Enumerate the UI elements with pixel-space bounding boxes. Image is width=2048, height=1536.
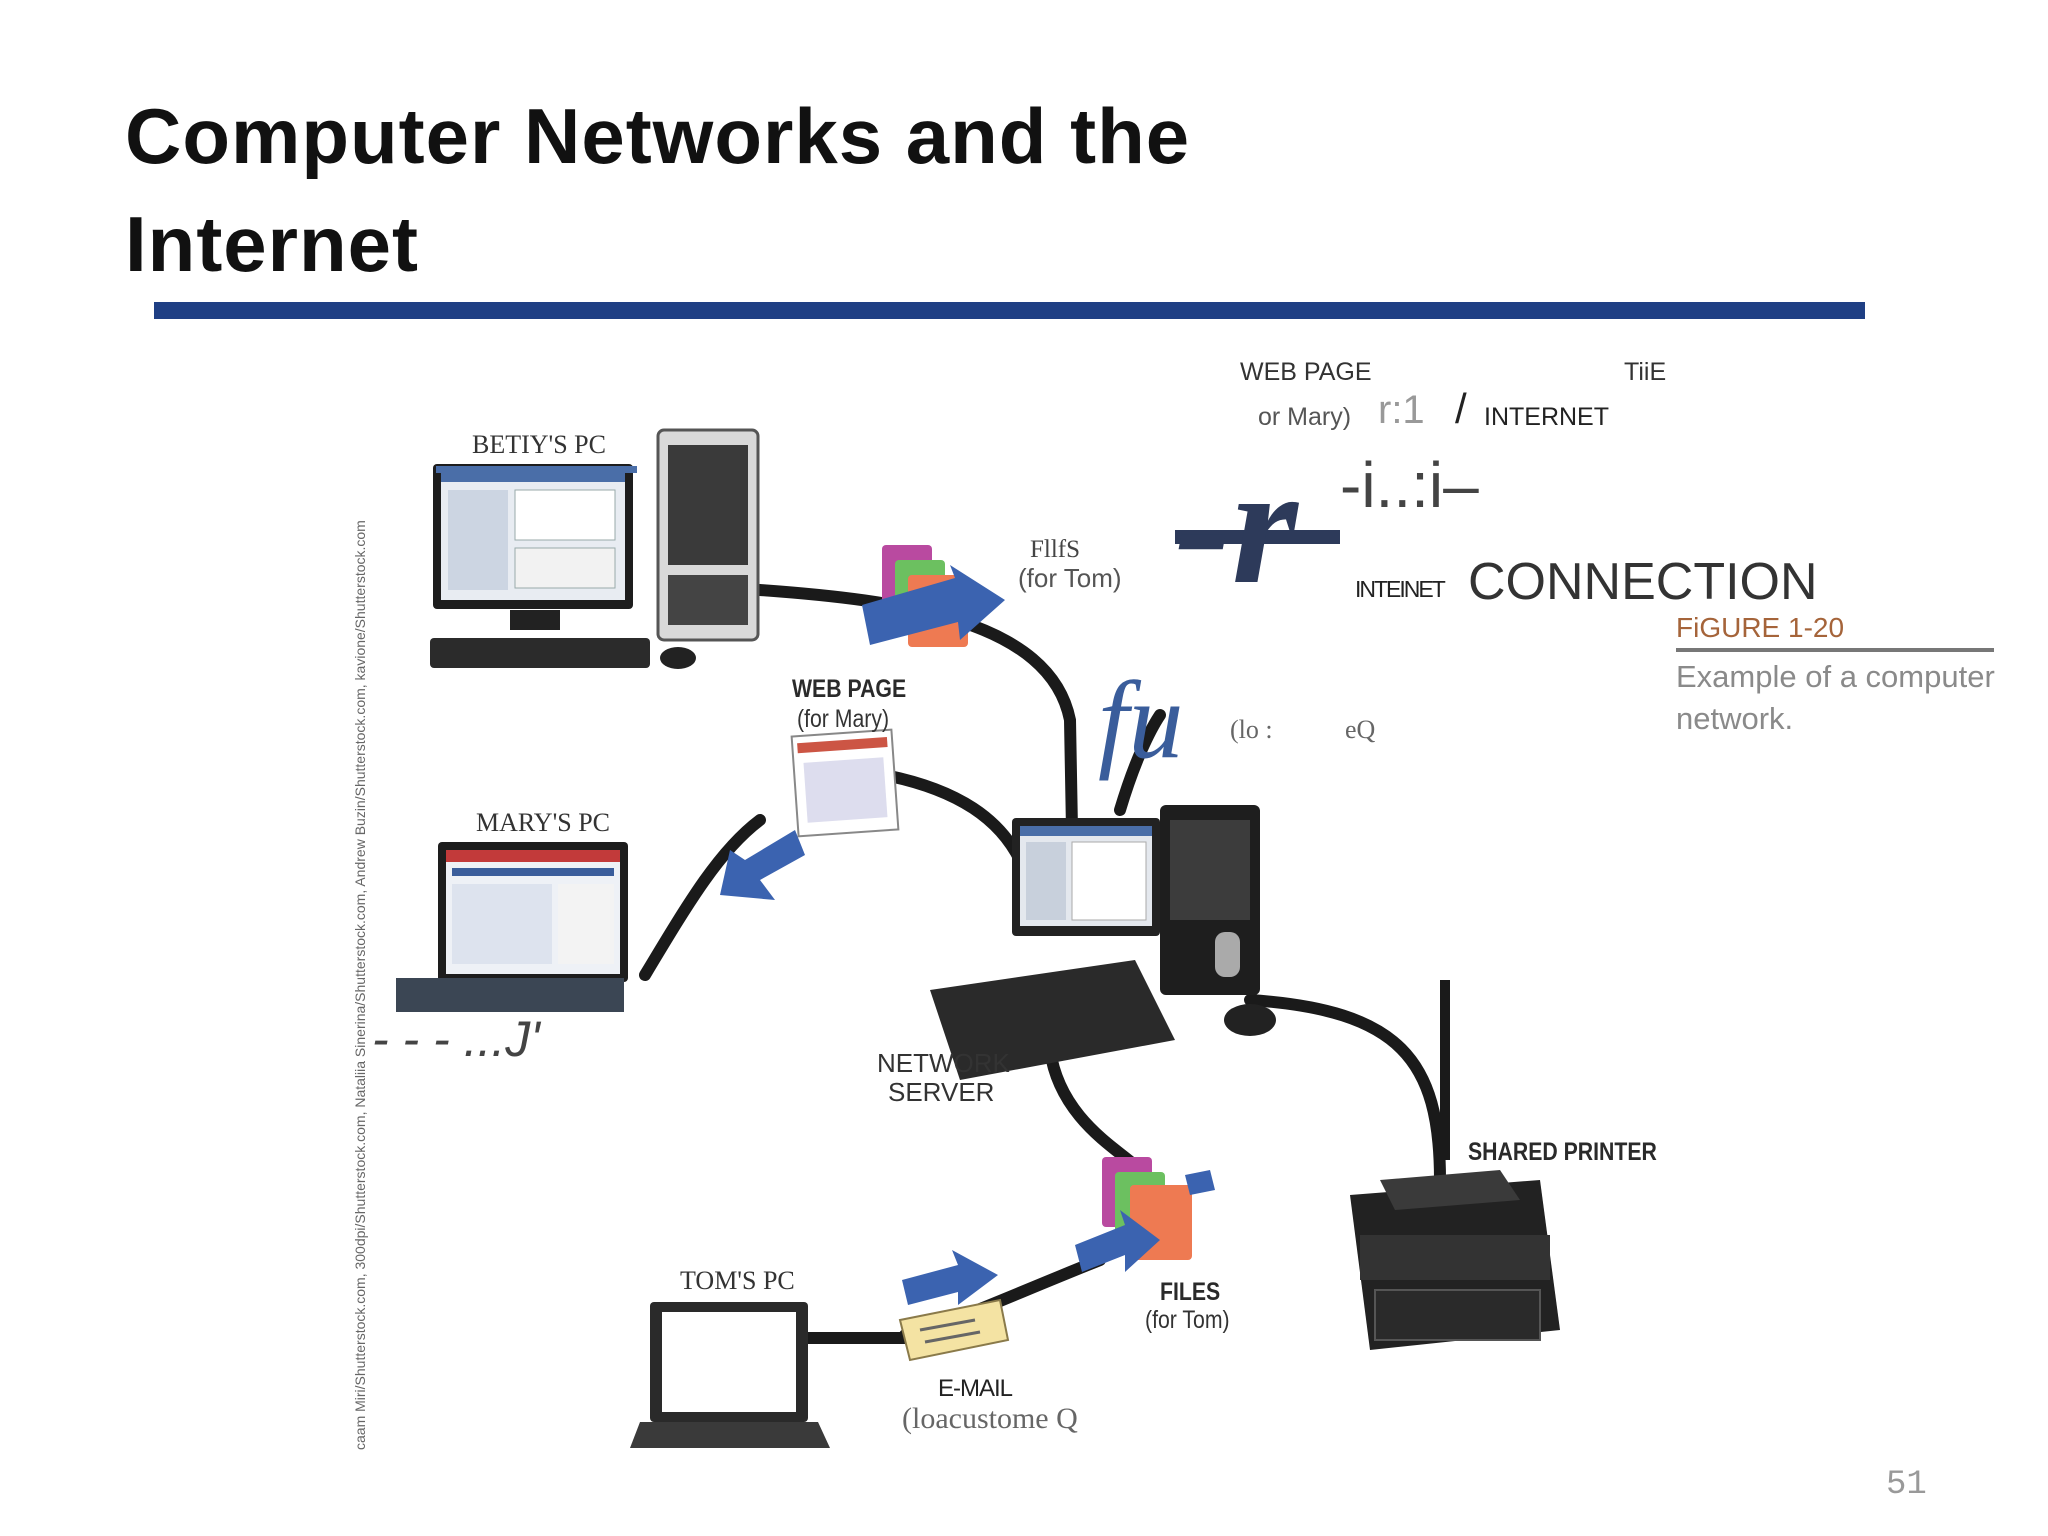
label-web-page-mid: WEB PAGE <box>792 675 907 703</box>
network-server-icon <box>930 805 1276 1080</box>
marys-pc-icon <box>396 842 628 1012</box>
arrow-email <box>902 1250 998 1305</box>
label-tiie: TiiE <box>1624 358 1667 386</box>
bettys-pc-icon <box>430 428 760 669</box>
arrow-to-mary <box>720 830 805 900</box>
label-email: E-MAIL <box>938 1375 1013 1402</box>
label-files-bottom-sub: (for Tom) <box>1145 1306 1230 1334</box>
files-bottom-icon <box>1075 1157 1215 1272</box>
label-i-glyph: -i..:i– <box>1340 449 1479 521</box>
web-page-mid-icon <box>790 728 900 838</box>
label-internet: INTERNET <box>1484 403 1609 431</box>
shared-printer-icon <box>1350 1170 1560 1350</box>
label-bettys-pc: BETIY'S PC <box>472 430 606 459</box>
label-fu-glyph: fu <box>1098 659 1184 781</box>
cable-printer <box>1244 994 1446 1186</box>
label-files-top-sub: (for Tom) <box>1018 563 1122 593</box>
label-marys-pc: MARY'S PC <box>476 808 611 837</box>
label-network-server-2: SERVER <box>888 1077 995 1107</box>
figure-caption-title: FiGURE 1-20 <box>1676 612 1845 643</box>
title-underline <box>154 302 1865 319</box>
cable-server-files <box>1044 1044 1146 1176</box>
label-r1-glyph: r:1 <box>1378 388 1425 432</box>
label-slash: / <box>1455 385 1467 432</box>
label-web-page-mid-sub: (for Mary) <box>797 705 890 733</box>
label-big-r-glyph: -r <box>1175 431 1298 619</box>
slide-title: Computer Networks and the Internet <box>125 82 1190 298</box>
label-files-top: FllfS <box>1030 536 1081 563</box>
cable-web-page <box>879 769 1026 866</box>
label-connection: CONNECTION <box>1468 553 1818 611</box>
label-shared-printer: SHARED PRINTER <box>1468 1138 1657 1166</box>
bettys-pc-screen-bar <box>437 466 637 473</box>
label-web-page-top-sub: or Mary) <box>1258 403 1352 431</box>
figure-caption-rule <box>1676 648 1994 652</box>
cable-printer-vertical <box>1440 980 1450 1160</box>
email-envelope-icon <box>898 1298 1010 1362</box>
figure-caption-text: Example of a computer network. <box>1676 659 1995 736</box>
toms-pc-icon <box>630 1302 830 1448</box>
cable-internet <box>1114 709 1166 816</box>
label-email-sub: (loacustome Q <box>902 1402 1078 1435</box>
label-inteinet: INTEINET <box>1355 576 1446 602</box>
files-top-icon <box>862 545 1005 647</box>
slide-title-line-1: Computer Networks and the <box>125 92 1191 180</box>
page-number: 51 <box>1886 1466 1927 1504</box>
label-network-server: NETWORK <box>877 1048 1010 1078</box>
label-lo-glyph: (lo : <box>1230 715 1273 744</box>
label-files-bottom: FILES <box>1160 1278 1221 1306</box>
internet-bar <box>1175 530 1340 544</box>
slide-title-line-2: Internet <box>125 200 420 288</box>
label-dashes-glyph: - - - ...J' <box>372 1011 540 1067</box>
label-toms-pc: TOM'S PC <box>680 1266 795 1295</box>
cable-marys-pc <box>639 814 766 981</box>
label-web-page-top: WEB PAGE <box>1240 358 1372 386</box>
label-eq-glyph: eQ <box>1345 715 1376 744</box>
